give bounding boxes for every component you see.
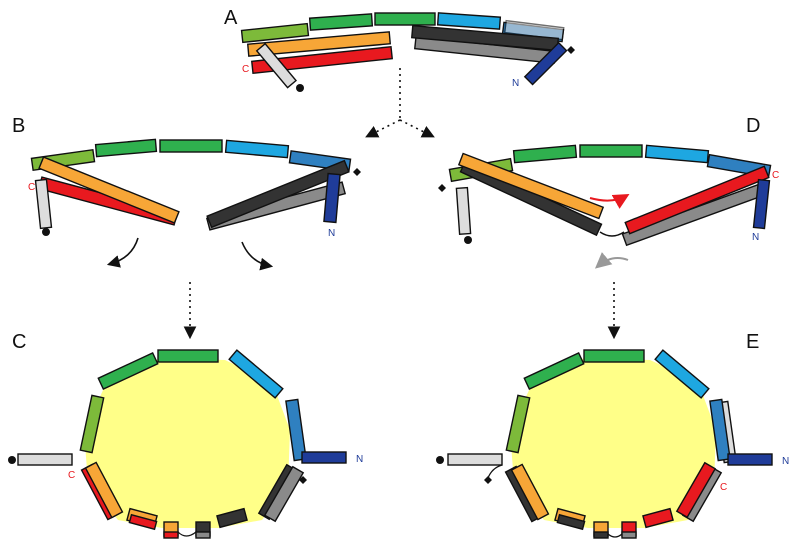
gray-rotation-arrow	[594, 252, 629, 269]
membrane-pore	[510, 358, 716, 528]
c-terminus-label: C	[68, 470, 75, 481]
helix-red	[250, 45, 394, 75]
terminus-diamond	[567, 46, 575, 54]
terminus-diamond	[484, 476, 492, 484]
helix-lime	[240, 22, 310, 44]
helix-orange	[510, 463, 550, 521]
connector-loop	[607, 533, 623, 538]
panel-label-d: D	[746, 115, 760, 137]
panel-b: B C N	[12, 115, 361, 340]
helix-green-1	[97, 351, 159, 391]
helix-cyan	[644, 144, 710, 164]
panel-label-b: B	[12, 115, 25, 137]
helix-green-2	[374, 12, 436, 26]
curved-arrow-left	[106, 237, 139, 268]
helix-gray-stub	[195, 531, 211, 539]
terminus-diamond	[299, 476, 307, 484]
panel-d: D C N	[438, 115, 779, 340]
helix-light	[255, 42, 298, 89]
helix-orange	[38, 156, 180, 224]
helix-gray-stub	[621, 531, 637, 539]
panel-a: A C N	[224, 7, 575, 92]
membrane-pore	[84, 358, 290, 528]
panel-label-a: A	[224, 7, 238, 29]
linker	[487, 464, 503, 479]
helix-red-short	[642, 507, 674, 529]
helix-green-2	[579, 144, 643, 158]
n-terminus-label: N	[782, 456, 789, 467]
connector-loop	[177, 531, 197, 537]
connector-loop	[599, 231, 625, 237]
helix-navy	[301, 451, 347, 464]
n-terminus-label: N	[328, 228, 335, 239]
n-terminus-label: N	[356, 454, 363, 465]
helix-green-1	[94, 138, 158, 158]
helix-cyan	[436, 12, 502, 30]
panel-e: E N C	[436, 331, 789, 539]
helix-green-2	[157, 349, 219, 363]
helix-light	[17, 453, 73, 466]
curved-arrow-right	[241, 241, 274, 271]
n-terminus-label: N	[752, 232, 759, 243]
helix-red-stub	[163, 531, 179, 539]
helix-light	[34, 178, 53, 230]
helix-gray	[621, 181, 769, 247]
helix-red	[675, 461, 717, 519]
terminus-diamond	[353, 168, 361, 176]
terminus-dot	[42, 228, 50, 236]
arrow-a-to-d	[399, 119, 435, 138]
helix-lime	[79, 394, 105, 454]
terminus-dot	[296, 84, 304, 92]
panel-label-c: C	[12, 331, 26, 353]
helix-orange	[457, 152, 605, 220]
helix-light	[455, 186, 472, 236]
arrow-a-to-b	[365, 119, 401, 138]
c-terminus-label: C	[242, 64, 249, 75]
arrows-from-a	[365, 68, 435, 138]
terminus-dot	[464, 236, 472, 244]
red-rotation-arrow	[589, 194, 630, 209]
c-terminus-label: C	[720, 482, 727, 493]
terminus-dot	[8, 456, 16, 464]
helix-gray	[263, 465, 305, 523]
helix-cyan	[228, 349, 284, 399]
helix-steel	[285, 398, 307, 462]
helix-navy	[727, 453, 773, 466]
helix-black	[206, 159, 350, 229]
panel-label-e: E	[746, 331, 759, 353]
helix-green-1	[523, 351, 585, 391]
helix-green-1	[512, 144, 578, 164]
c-terminus-label: C	[772, 170, 779, 181]
helix-orange	[84, 461, 124, 519]
helix-steel	[709, 398, 731, 462]
terminus-diamond	[438, 184, 446, 192]
helix-cyan	[224, 139, 290, 159]
helix-black-short	[216, 507, 248, 529]
helix-lime	[505, 394, 531, 454]
helix-green-2	[159, 139, 223, 153]
helix-red-short	[128, 513, 158, 531]
helix-navy	[323, 172, 341, 224]
helix-navy	[523, 41, 568, 86]
helix-cyan	[654, 349, 710, 399]
helix-black-short	[556, 513, 586, 531]
helix-black-stub	[593, 531, 609, 539]
helix-red	[624, 165, 770, 235]
helix-green-1	[308, 13, 374, 31]
helix-green-2	[583, 349, 645, 363]
helix-orange	[246, 31, 392, 57]
helix-light	[447, 453, 503, 466]
panel-c: C N C	[8, 331, 363, 539]
helix-navy	[752, 178, 771, 230]
n-terminus-label: N	[512, 78, 519, 89]
c-terminus-label: C	[28, 182, 35, 193]
terminus-dot	[436, 456, 444, 464]
